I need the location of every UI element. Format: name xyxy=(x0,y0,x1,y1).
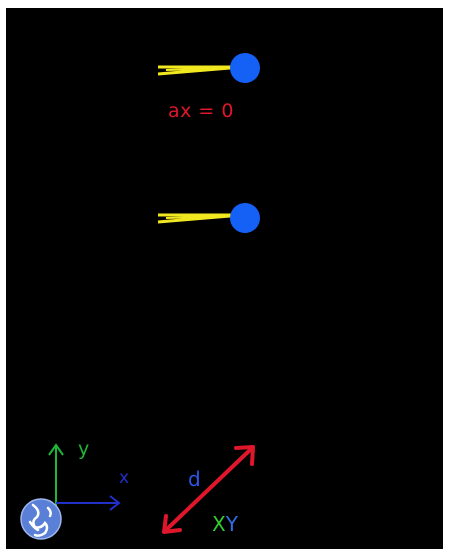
pendulum-bottom[interactable] xyxy=(157,203,260,233)
mode-x-label[interactable]: X xyxy=(212,512,226,536)
pendulum-bottom-bob[interactable] xyxy=(230,203,260,233)
x-axis-label: x xyxy=(119,468,130,488)
drag-label: d xyxy=(188,467,201,491)
pendulum-bottom-rod-inner xyxy=(165,215,239,219)
y-axis-label: y xyxy=(78,438,90,460)
y-axis-arrowhead xyxy=(48,443,64,456)
simulation-canvas[interactable]: ax = 0 y x d XY xyxy=(6,8,443,549)
x-axis-arrowhead xyxy=(109,495,121,511)
simulation-scene xyxy=(20,53,260,540)
axes-widget xyxy=(48,443,121,511)
mode-toggle[interactable]: XY xyxy=(212,512,238,536)
mode-y-label[interactable]: Y xyxy=(225,512,238,536)
pendulum-top[interactable] xyxy=(157,53,260,83)
resize-arrow-icon[interactable] xyxy=(162,445,255,534)
pendulum-top-bob[interactable] xyxy=(230,53,260,83)
acceleration-label: ax = 0 xyxy=(168,100,234,122)
globe-icon[interactable] xyxy=(20,498,62,540)
pendulum-top-rod-inner xyxy=(165,67,239,71)
